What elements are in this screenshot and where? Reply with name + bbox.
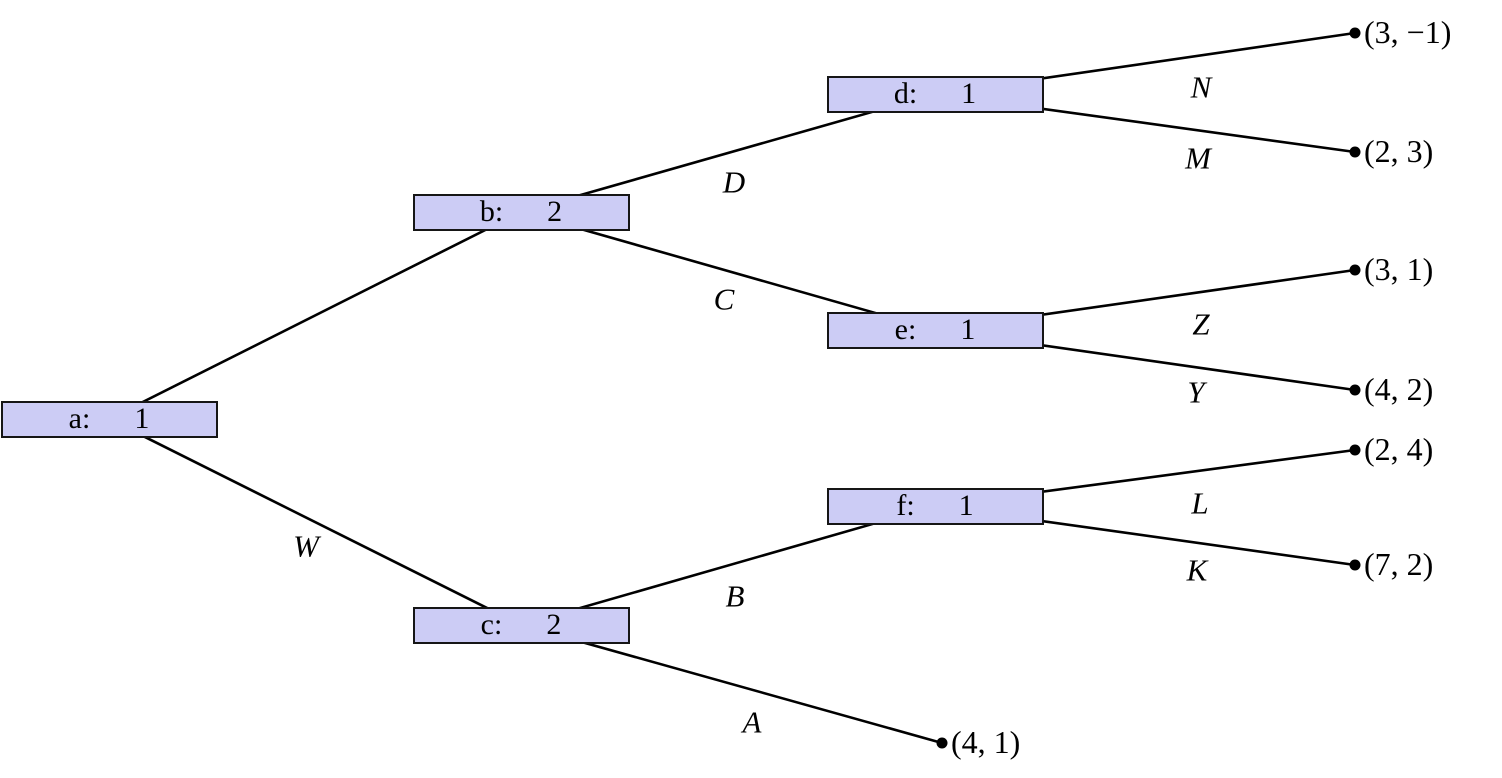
terminal-dot-t7 bbox=[936, 737, 948, 749]
terminal-dot-t2 bbox=[1349, 146, 1361, 158]
terminal-payoff-t7: (4, 1) bbox=[951, 724, 1021, 761]
edge-action-label-D: D bbox=[722, 164, 746, 200]
decision-node-a: a: 1 bbox=[0, 400, 218, 438]
decision-node-f: f: 1 bbox=[826, 487, 1044, 525]
edge-action-label-K: K bbox=[1186, 552, 1208, 588]
terminal-payoff-t3: (3, 1) bbox=[1364, 251, 1434, 288]
edge-action-label-N: N bbox=[1190, 69, 1212, 105]
terminal-payoff-t4: (4, 2) bbox=[1364, 371, 1434, 408]
edge-action-label-B: B bbox=[725, 578, 745, 614]
tree-edge-a-c bbox=[108, 417, 522, 627]
terminal-dot-t3 bbox=[1349, 264, 1361, 276]
tree-edge-b-e bbox=[520, 210, 936, 332]
terminal-payoff-t2: (2, 3) bbox=[1364, 133, 1434, 170]
terminal-dot-t4 bbox=[1349, 384, 1361, 396]
edge-action-label-L: L bbox=[1191, 485, 1209, 521]
tree-edge-c-f bbox=[520, 504, 936, 627]
terminal-dot-t5 bbox=[1349, 444, 1361, 456]
edge-action-label-M: M bbox=[1185, 140, 1211, 176]
node-id-label: d: bbox=[893, 77, 918, 110]
node-player-label: 1 bbox=[961, 77, 977, 110]
node-id-label: c: bbox=[480, 608, 503, 641]
edge-action-label-W: W bbox=[293, 528, 319, 564]
edge-action-label-Z: Z bbox=[1192, 306, 1210, 342]
terminal-payoff-t5: (2, 4) bbox=[1364, 431, 1434, 468]
node-player-label: 1 bbox=[960, 313, 976, 346]
edge-action-label-A: A bbox=[742, 704, 762, 740]
edge-action-label-C: C bbox=[713, 281, 735, 317]
node-player-label: 2 bbox=[547, 195, 563, 228]
terminal-dot-t6 bbox=[1349, 559, 1361, 571]
decision-node-d: d: 1 bbox=[826, 75, 1044, 113]
terminal-payoff-t1: (3, −1) bbox=[1364, 14, 1452, 51]
node-id-label: a: bbox=[68, 402, 91, 435]
node-id-label: b: bbox=[479, 195, 504, 228]
node-player-label: 2 bbox=[546, 608, 562, 641]
node-player-label: 1 bbox=[134, 402, 150, 435]
node-id-label: f: bbox=[896, 489, 915, 522]
node-player-label: 1 bbox=[958, 489, 974, 522]
tree-edge-a-b bbox=[108, 210, 522, 421]
tree-edge-b-d bbox=[520, 92, 936, 214]
edge-action-label-Y: Y bbox=[1187, 374, 1205, 410]
decision-node-b: b: 2 bbox=[412, 193, 630, 231]
tree-edge-c-t7 bbox=[520, 623, 943, 745]
terminal-dot-t1 bbox=[1349, 27, 1361, 39]
decision-node-c: c: 2 bbox=[412, 606, 630, 644]
decision-node-e: e: 1 bbox=[826, 311, 1044, 349]
terminal-payoff-t6: (7, 2) bbox=[1364, 546, 1434, 583]
node-id-label: e: bbox=[894, 313, 917, 346]
